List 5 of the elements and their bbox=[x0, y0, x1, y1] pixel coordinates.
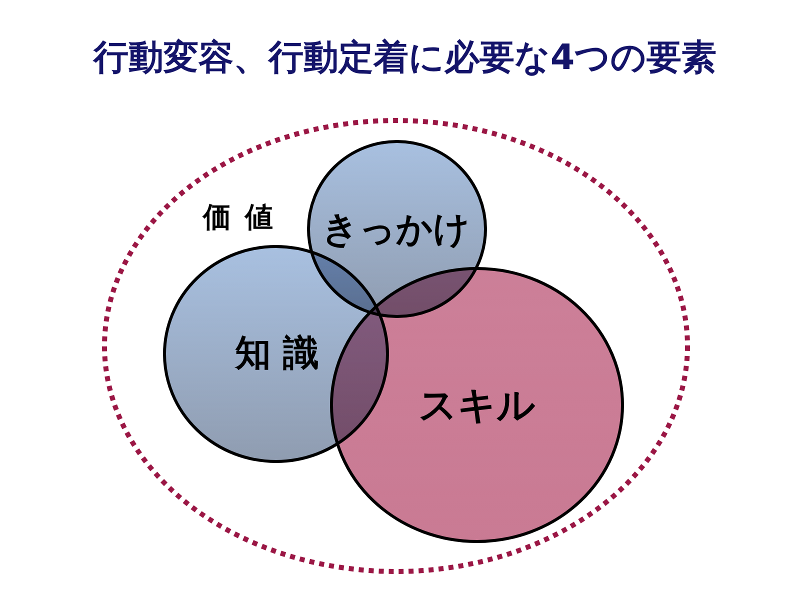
circle-label: 知識 bbox=[235, 334, 331, 374]
circle-label: スキル bbox=[418, 385, 536, 427]
title: 行動変容、行動定着に必要な4つの要素 bbox=[93, 37, 717, 80]
ellipse-label: 価値 bbox=[203, 202, 287, 234]
circle-label: きっかけ bbox=[322, 210, 470, 250]
